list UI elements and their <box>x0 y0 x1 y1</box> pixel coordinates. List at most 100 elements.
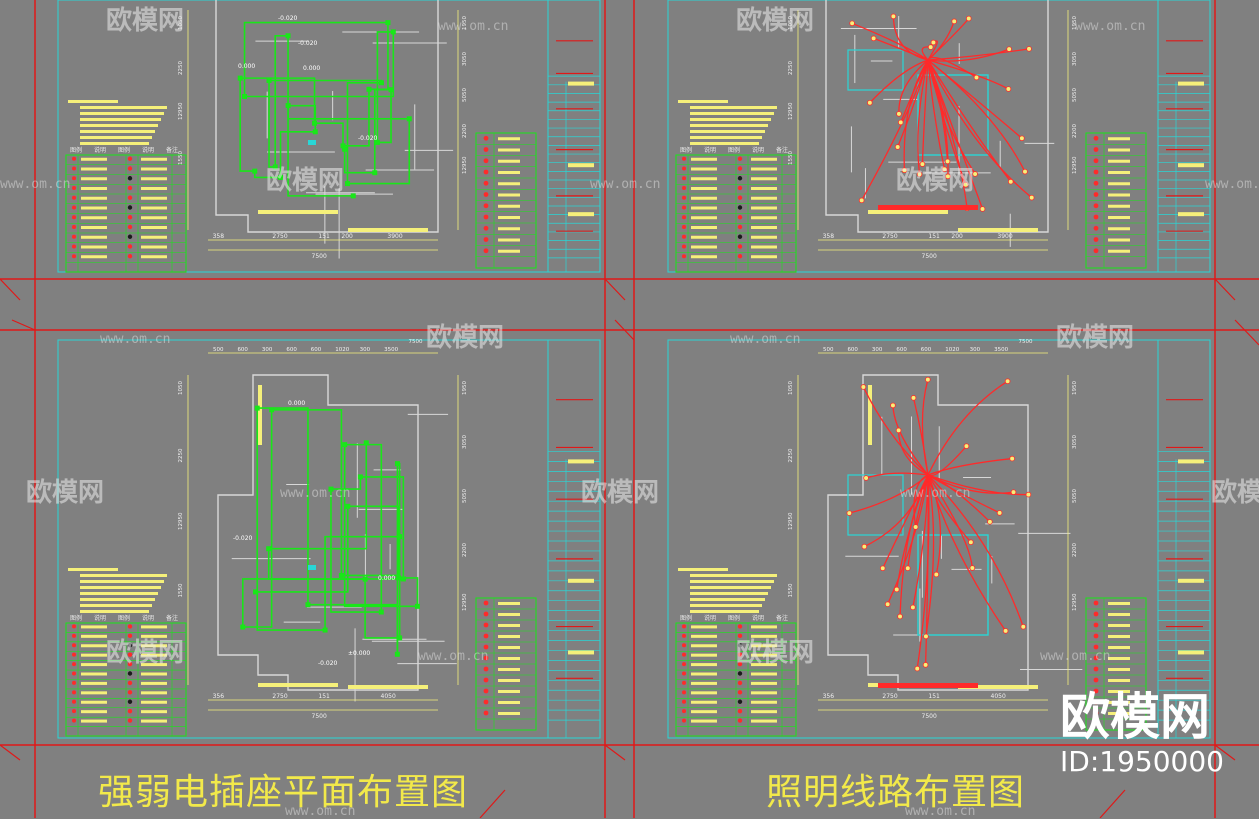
title-block-note <box>568 212 594 216</box>
dimension-text: 1550 <box>178 151 184 165</box>
legend-header: 说明 <box>704 146 716 154</box>
socket-symbol-icon <box>266 546 271 551</box>
socket-symbol-icon <box>269 407 274 412</box>
legend-text-bar <box>81 236 107 239</box>
light-fixture-icon <box>484 158 489 163</box>
socket-symbol-icon <box>738 157 742 161</box>
legend-text-bar <box>81 710 107 713</box>
level-label: -0.020 <box>278 15 298 22</box>
legend-text-bar <box>1108 635 1130 638</box>
dimension-text: 3900 <box>387 233 402 240</box>
socket-symbol-icon <box>253 589 258 594</box>
socket-symbol-icon <box>738 718 742 722</box>
legend-text-bar <box>141 673 167 676</box>
dimension-text: 151 <box>928 233 940 240</box>
frame-tick <box>0 279 20 300</box>
socket-symbol-icon <box>364 440 369 445</box>
dimension-text: 151 <box>318 693 330 700</box>
legend-text-bar <box>498 194 520 197</box>
socket-symbol-icon <box>358 474 363 479</box>
light-fixture-icon <box>934 572 939 577</box>
socket-symbol-icon <box>682 254 686 258</box>
legend-text-bar <box>691 720 717 723</box>
light-fixture-icon <box>484 248 489 253</box>
legend-text-bar <box>751 207 777 210</box>
light-fixture-icon <box>1007 47 1012 52</box>
lighting-circuit-line <box>928 19 969 60</box>
legend-text-bar <box>498 613 520 616</box>
dimension-text: 1550 <box>788 151 794 165</box>
legend-text-bar <box>1108 624 1130 627</box>
legend-text-bar <box>141 168 167 171</box>
socket-symbol-icon <box>738 709 742 713</box>
legend-header: 说明 <box>142 146 154 154</box>
legend-text-bar <box>1108 227 1130 230</box>
dimension-text: 7500 <box>312 253 327 260</box>
watermark-url: www.om.cn <box>1205 178 1259 191</box>
legend-text-bar <box>751 673 777 676</box>
dimension-text: 1020 <box>335 347 349 353</box>
legend-text-bar <box>498 137 520 140</box>
socket-symbol-icon <box>242 94 247 99</box>
socket-symbol-icon <box>389 87 394 92</box>
socket-symbol-icon <box>738 205 742 209</box>
light-fixture-icon <box>484 203 489 208</box>
dimension-text: 5050 <box>1072 88 1078 102</box>
floor-plan <box>216 0 453 259</box>
light-fixture-icon <box>1094 181 1099 186</box>
socket-symbol-icon <box>128 157 132 161</box>
socket-circuit-line <box>269 80 275 166</box>
light-fixture-icon <box>910 605 915 610</box>
socket-symbol-icon <box>342 147 347 152</box>
legend-text-bar <box>141 701 167 704</box>
panel-box <box>308 565 316 570</box>
socket-symbol-icon <box>397 534 402 539</box>
watermark-url: www.om.cn <box>280 487 350 500</box>
light-fixture-icon <box>484 147 489 152</box>
legend-text-bar <box>81 216 107 219</box>
light-fixture-icon <box>1026 492 1031 497</box>
design-note-line <box>678 568 728 571</box>
socket-symbol-icon <box>128 244 132 248</box>
legend-text-bar <box>1108 182 1130 185</box>
legend-text-bar <box>81 682 107 685</box>
title-block-note <box>1178 163 1204 167</box>
socket-symbol-icon <box>72 167 76 171</box>
light-fixture-icon <box>847 511 852 516</box>
socket-symbol-icon <box>72 719 76 723</box>
dimension-text: 600 <box>286 347 297 353</box>
dimension-text: 356 <box>213 693 225 700</box>
dimension-text: 3050 <box>1072 435 1078 449</box>
legend-text-bar <box>498 227 520 230</box>
legend-text-bar <box>141 158 167 161</box>
light-fixture-icon <box>928 45 933 50</box>
socket-symbol-icon <box>738 244 742 248</box>
legend-text-bar <box>141 197 167 200</box>
legend-text-bar <box>498 239 520 242</box>
level-label: -0.020 <box>318 660 338 667</box>
light-fixture-icon <box>894 587 899 592</box>
legend-header: 备注 <box>166 614 178 622</box>
legend-header: 图例 <box>118 614 130 622</box>
socket-symbol-icon <box>128 624 132 628</box>
socket-circuit-line <box>240 78 255 171</box>
light-fixture-icon <box>974 75 979 80</box>
dimension-text: 2200 <box>1072 543 1078 557</box>
light-fixture-icon <box>925 377 930 382</box>
frame-tick <box>480 790 505 818</box>
dimension-text: 4050 <box>991 693 1006 700</box>
dimension-text: 7500 <box>922 713 937 720</box>
socket-symbol-icon <box>682 681 686 685</box>
socket-symbol-icon <box>682 186 686 190</box>
light-fixture-icon <box>1005 379 1010 384</box>
legend-text-bar <box>498 182 520 185</box>
legend-text-bar <box>1108 239 1130 242</box>
design-note-line <box>80 142 149 145</box>
legend-text-bar <box>691 177 717 180</box>
sheet-border <box>668 340 1210 738</box>
light-fixture-icon <box>484 226 489 231</box>
legend-text-bar <box>1108 646 1130 649</box>
socket-symbol-icon <box>738 235 742 239</box>
light-fixture-icon <box>923 662 928 667</box>
title-block-note <box>1178 579 1204 583</box>
